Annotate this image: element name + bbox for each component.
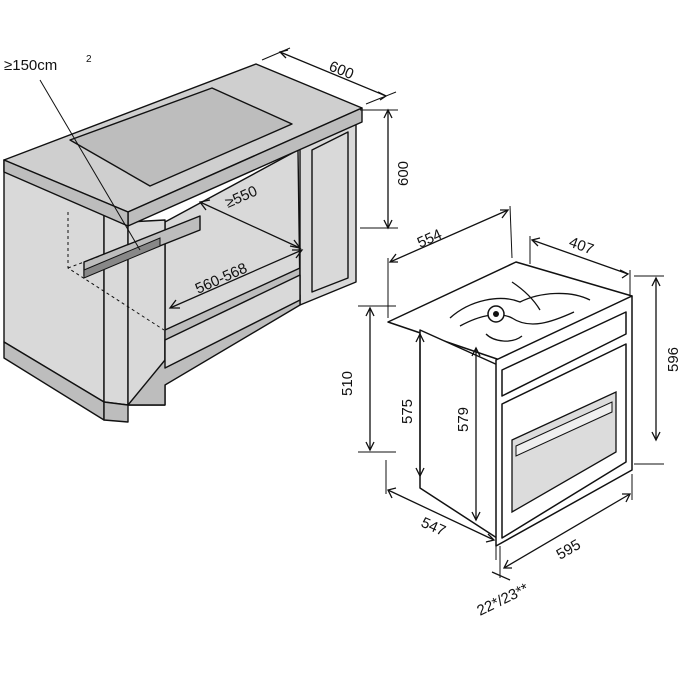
vent-area-label: ≥150cm — [4, 57, 57, 74]
oven-width-label: 595 — [554, 536, 584, 563]
dim-596-arrow-a — [651, 276, 661, 287]
vent-area-superscript: 2 — [86, 54, 92, 65]
depth-ext-b — [365, 91, 397, 105]
dim-554-arrow-b — [500, 209, 510, 219]
top-element-a — [449, 292, 591, 319]
oven-panel-label: 22*/23** — [474, 580, 531, 619]
fan-center — [493, 311, 499, 317]
oven-body-depth-label: 547 — [418, 514, 448, 540]
cabinet-lower-drawer — [164, 274, 301, 369]
dim-547-line — [387, 489, 495, 541]
height-arrow-a — [383, 108, 393, 119]
oven-control-strip — [501, 311, 627, 397]
niche-width-arrow-a — [168, 299, 180, 309]
dim-575-arrow-a — [415, 332, 425, 343]
hob-surface — [69, 87, 293, 187]
dim-407-arrow-a — [530, 237, 541, 247]
dim-596-arrow-b — [651, 431, 661, 442]
dim-575-arrow-b — [415, 467, 425, 478]
oven-height-label: 596 — [665, 347, 680, 372]
dim-510-arrow-b — [365, 441, 375, 452]
dim-554-arrow-a — [388, 253, 398, 263]
cabinet-right-inner — [311, 131, 349, 293]
oven-total-depth-label: 554 — [415, 226, 445, 252]
cabinet-depth-label: 600 — [327, 58, 357, 83]
cabinet-height-label: 600 — [395, 161, 412, 186]
dim-510-arrow-a — [365, 306, 375, 317]
cabinet-left-panel-front — [103, 211, 129, 406]
top-element-d — [511, 281, 541, 311]
vent-dark-slot — [83, 237, 161, 279]
dim-22-line — [491, 571, 511, 581]
dim-554-line — [389, 209, 509, 263]
worktop-left-edge — [3, 159, 129, 227]
dim-579-arrow-b — [471, 511, 481, 522]
dim-595-arrow-a — [502, 559, 512, 569]
dim-595-arrow-b — [622, 493, 632, 503]
top-element-c — [485, 333, 523, 342]
oven-inner-height-label: 579 — [455, 407, 472, 432]
cabinet-plinth-front — [103, 401, 129, 423]
dim-595-line — [503, 493, 631, 569]
cabinet-drawing: ≥150cm 2 600 600 ≥550 560-568 — [3, 47, 412, 423]
niche-width-arrow-b — [292, 249, 304, 259]
oven-drawing: 554 407 596 510 575 579 547 595 22*/23** — [339, 205, 680, 620]
top-element-b — [459, 311, 575, 327]
dim-547-arrow-b — [485, 533, 496, 543]
vent-leader-line — [39, 79, 141, 251]
oven-window-reflect — [515, 401, 613, 457]
depth-arrow-a — [278, 49, 289, 59]
oven-front-depth-label: 407 — [567, 234, 596, 259]
niche-width-line — [169, 249, 303, 309]
niche-depth-arrow-a — [198, 199, 211, 211]
oven-side-height-label: 575 — [399, 399, 416, 424]
oven-body-height-label: 510 — [339, 371, 356, 396]
dim-547-arrow-a — [387, 487, 397, 499]
height-arrow-b — [383, 219, 393, 230]
niche-depth-line — [199, 201, 301, 249]
oven-left-side — [419, 329, 501, 541]
dim-407-arrow-b — [619, 269, 630, 279]
dim-554-ext-b — [509, 205, 513, 259]
depth-dim-line — [279, 51, 387, 97]
depth-arrow-b — [377, 91, 388, 101]
dim-407-line — [531, 239, 629, 275]
niche-depth-arrow-b — [289, 239, 302, 249]
dim-579-arrow-a — [471, 346, 481, 357]
